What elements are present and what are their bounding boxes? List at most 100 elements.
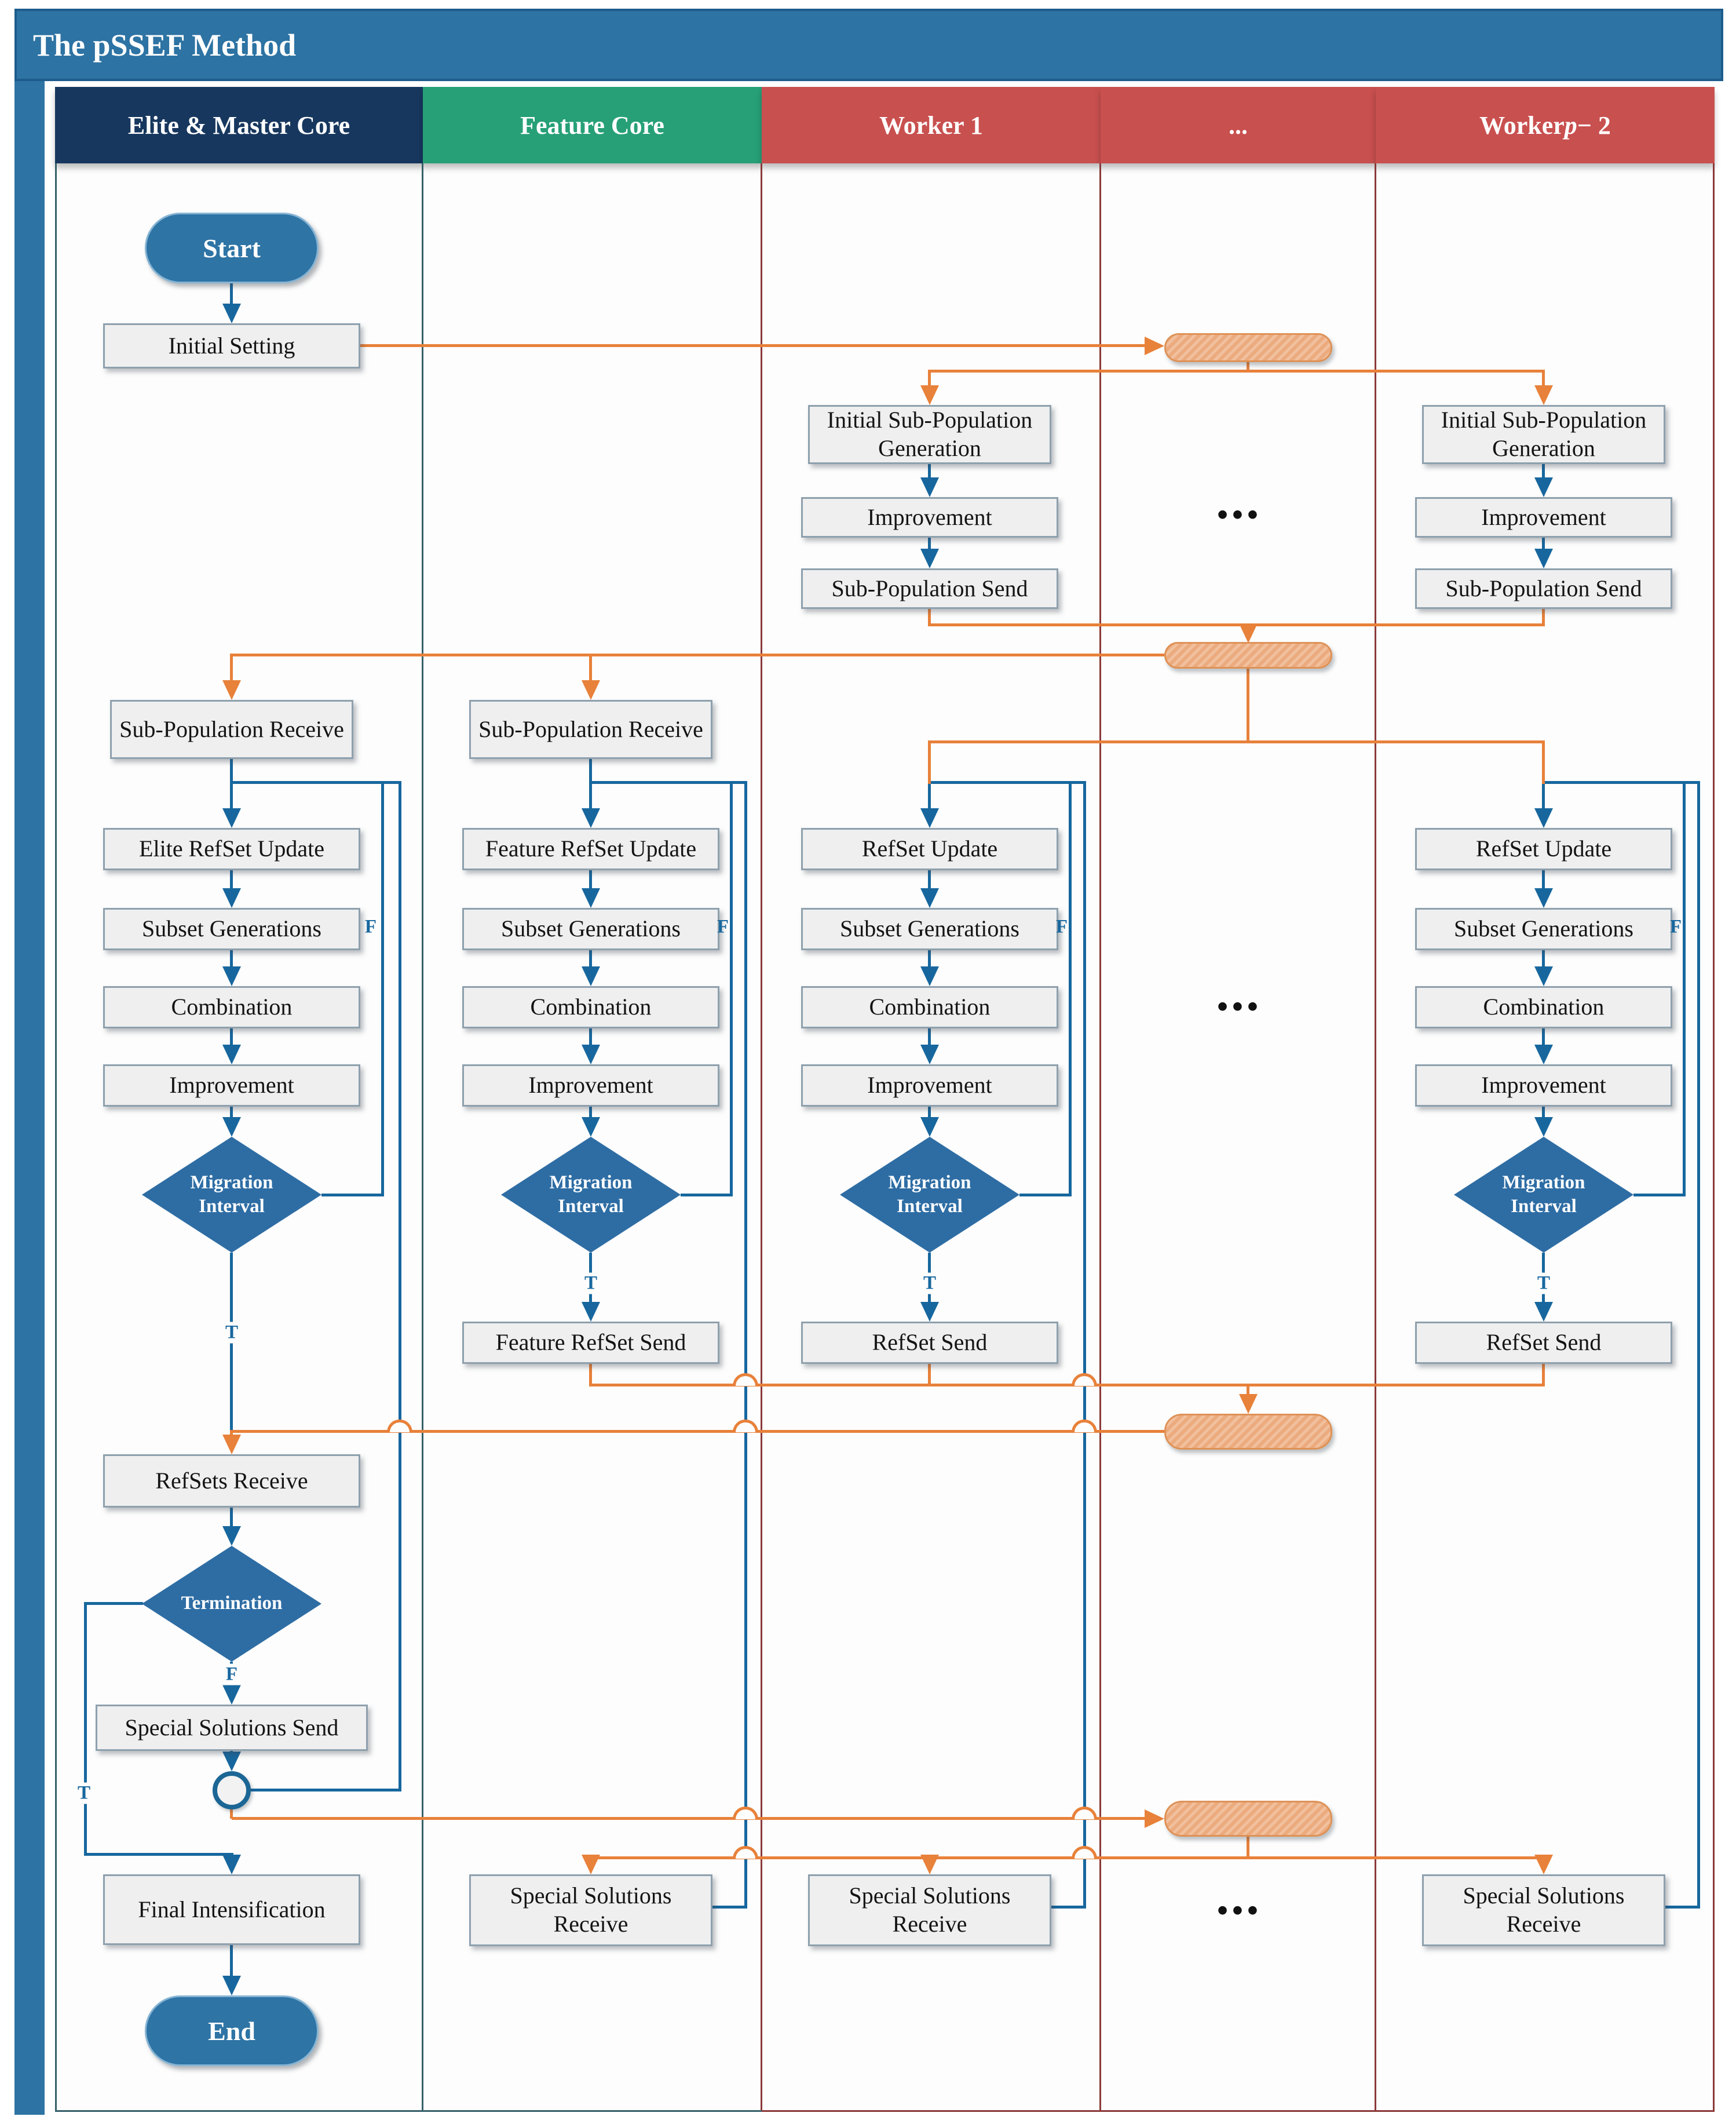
line-hop — [1072, 1420, 1097, 1432]
edge — [928, 870, 931, 890]
edge-F-loop-vertical — [730, 782, 733, 1195]
line-hop — [1072, 1846, 1097, 1859]
sync-bar-3 — [1164, 1414, 1332, 1450]
node-label: RefSet Send — [1486, 1329, 1602, 1356]
node-label: Improvement — [1481, 503, 1606, 530]
arrowhead — [1534, 1855, 1553, 1874]
arrowhead — [222, 1526, 241, 1546]
ellipsis-dots-bottom: ••• — [1217, 1893, 1262, 1928]
node-combination-wp: Combination — [1415, 986, 1672, 1028]
node-label: Feature RefSet Send — [495, 1329, 686, 1356]
arrowhead — [1145, 337, 1164, 355]
edge-final-end — [230, 1945, 233, 1978]
node-subpop-send-w1: Sub-Population Send — [801, 568, 1058, 609]
node-combination-w1: Combination — [801, 986, 1058, 1028]
node-combination-master: Combination — [103, 986, 360, 1028]
node-label: Termination — [181, 1593, 283, 1614]
node-label: Migration Interval — [888, 1172, 971, 1217]
line-hop — [733, 1846, 758, 1859]
node-refsets-receive: RefSets Receive — [103, 1454, 360, 1508]
node-label: End — [208, 2016, 255, 2046]
node-improvement-top-wp: Improvement — [1415, 497, 1672, 538]
line-hop — [1072, 1373, 1097, 1386]
node-elite-refset-update: Elite RefSet Update — [103, 828, 360, 870]
line-hop — [733, 1420, 758, 1432]
edge-F-loop-vertical — [1683, 782, 1686, 1195]
junction-line-feature — [591, 781, 747, 784]
ellipsis-dots-top: ••• — [1217, 497, 1262, 532]
edge-migration-F-loop — [681, 1194, 733, 1196]
node-label: Sub-Population Send — [831, 575, 1028, 601]
edge-termination-T-left — [84, 1602, 143, 1605]
edge — [1542, 1028, 1545, 1047]
node-end: End — [145, 1995, 319, 2066]
node-initial-subpop-generation-w1: Initial Sub-Population Generation — [808, 405, 1051, 464]
node-feature-refset-update: Feature RefSet Update — [462, 828, 719, 870]
arrowhead — [222, 966, 241, 986]
lane-header-label: ... — [1229, 111, 1248, 140]
sync-bar-1 — [1164, 333, 1332, 362]
edge-special-loop-hook — [1665, 1906, 1700, 1909]
arrowhead — [1534, 385, 1553, 405]
arrowhead — [920, 1302, 939, 1322]
edge-F-loop-vertical — [381, 782, 384, 1195]
lane-header-worker-p-2: Worker p − 2 — [1376, 87, 1715, 163]
edge — [589, 950, 592, 969]
edge-label-T-termination: T — [74, 1782, 94, 1804]
arrowhead — [222, 888, 241, 908]
ellipsis-dots-middle: ••• — [1217, 989, 1262, 1024]
edge — [589, 759, 592, 810]
arrowhead — [582, 680, 600, 700]
lane-border — [422, 163, 423, 2112]
node-improvement-wp: Improvement — [1415, 1064, 1672, 1107]
lane-border — [1375, 163, 1376, 2112]
node-label: Sub-Population Receive — [119, 716, 344, 742]
node-label: Improvement — [1481, 1072, 1606, 1099]
arrowhead — [1534, 888, 1553, 908]
mpi-initialsetting-to-bar1 — [360, 344, 1148, 347]
node-subset-generations-feature: Subset Generations — [462, 908, 719, 950]
mpi-drop — [928, 740, 931, 784]
node-feature-refset-send: Feature RefSet Send — [462, 1322, 719, 1364]
arrowhead — [222, 1752, 241, 1771]
lane-header-label: Worker 1 — [879, 111, 983, 140]
node-refset-update-w1: RefSet Update — [801, 828, 1058, 870]
node-improvement-feature: Improvement — [462, 1064, 719, 1107]
edge — [589, 1107, 592, 1119]
sync-bar-2 — [1164, 642, 1332, 669]
arrowhead — [582, 1302, 600, 1322]
lane-header-elite-master-core: Elite & Master Core — [55, 87, 423, 163]
edge-refsetsreceive-termination — [230, 1508, 233, 1528]
arrowhead — [582, 1855, 600, 1874]
mpi-distribute-specials — [591, 1856, 1544, 1859]
edge-special-loop-hook — [1051, 1906, 1086, 1909]
line-hop — [733, 1373, 758, 1386]
lane-border — [55, 163, 57, 2112]
edge — [1542, 464, 1545, 480]
edge — [1542, 950, 1545, 969]
mpi-distribute-subpops — [232, 654, 1164, 656]
node-label: Final Intensification — [138, 1896, 326, 1922]
mpi-bar2-stub — [1247, 669, 1249, 743]
node-label: Subset Generations — [840, 915, 1019, 942]
mpi-drop — [1542, 740, 1545, 784]
arrowhead — [582, 888, 600, 908]
node-label: Combination — [171, 994, 293, 1020]
edge-label-T-master: T — [221, 1322, 242, 1344]
node-subset-generations-wp: Subset Generations — [1415, 908, 1672, 950]
node-label: Special Solutions Receive — [849, 1882, 1011, 1937]
lane-border — [1713, 163, 1715, 2112]
edge — [589, 870, 592, 890]
edge — [230, 950, 233, 969]
mpi-distribute-initial — [930, 370, 1544, 373]
mpi-drop — [230, 1430, 233, 1437]
node-label: Combination — [1483, 994, 1605, 1020]
node-label: Special Solutions Receive — [1463, 1882, 1625, 1937]
junction-line-worker1 — [930, 781, 1086, 784]
node-label: Special Solutions Send — [125, 1714, 339, 1740]
node-special-solutions-receive-wp: Special Solutions Receive — [1422, 1874, 1665, 1946]
mpi-drop — [230, 654, 233, 683]
node-initial-subpop-generation-wp: Initial Sub-Population Generation — [1422, 405, 1665, 464]
edge-label-F-termination: F — [222, 1663, 242, 1685]
node-label: Migration Interval — [549, 1172, 633, 1217]
